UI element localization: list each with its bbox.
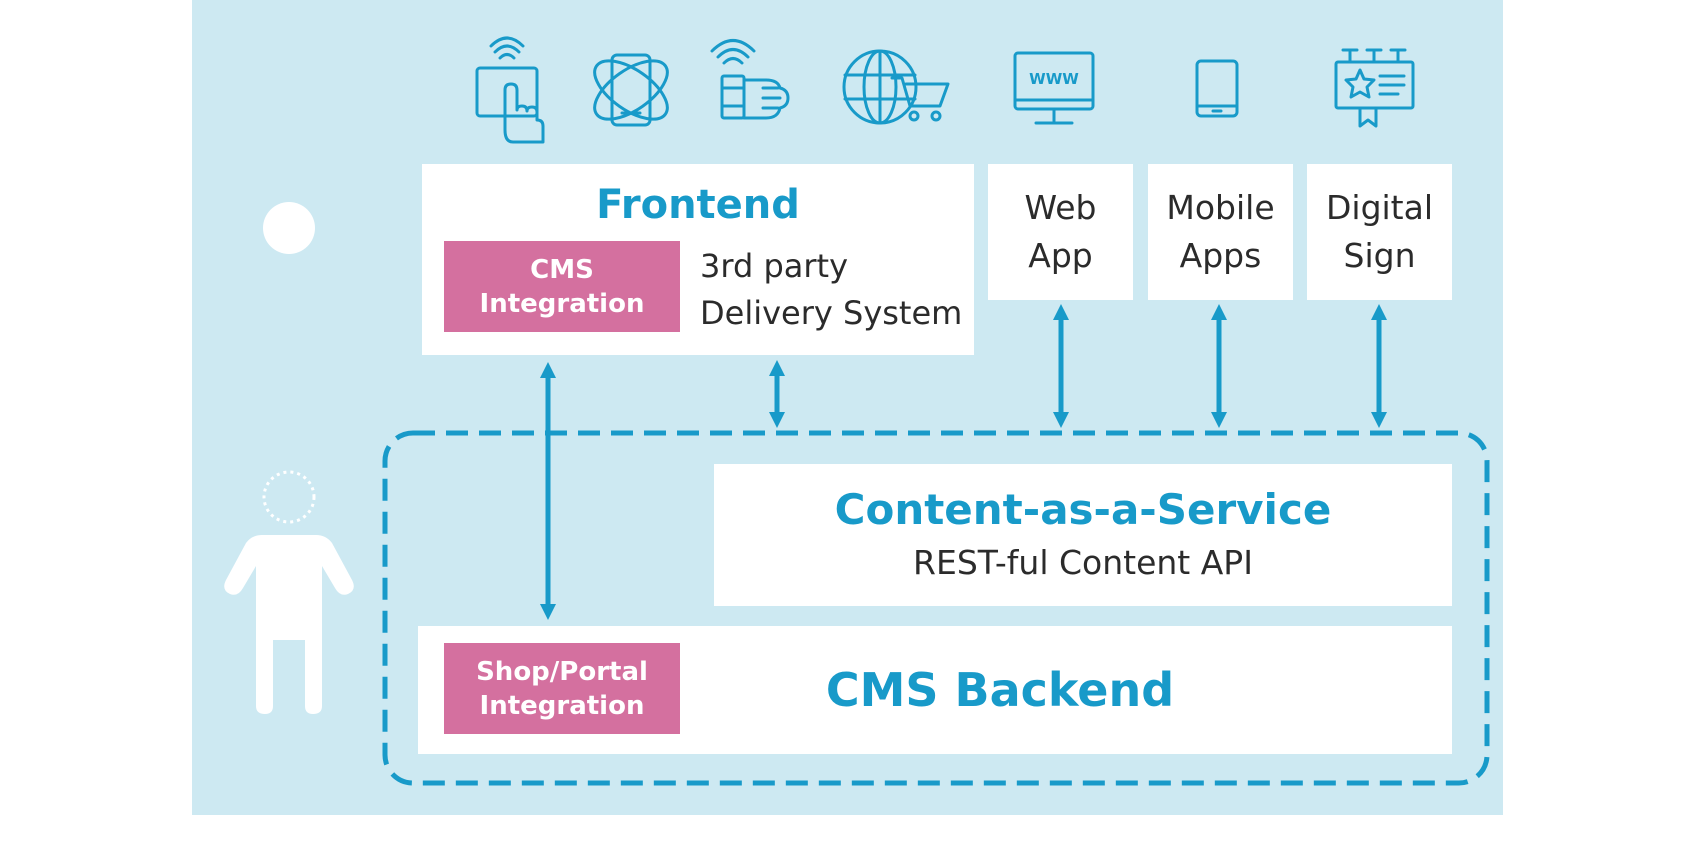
person-head-dotted: [262, 470, 316, 524]
caas-subtitle: REST-ful Content API: [913, 543, 1253, 582]
channel-box-mobile-apps: [1148, 164, 1293, 300]
frontend-title: Frontend: [596, 182, 800, 228]
channel-label-web-app: Web App: [988, 184, 1133, 280]
caas-box: [714, 464, 1452, 606]
globe-cart-icon: [842, 49, 950, 125]
channel-line-1: Web: [1024, 188, 1097, 227]
shop-integration-line-1: Shop/Portal: [476, 656, 648, 687]
channel-box-web-app: [988, 164, 1133, 300]
cms-integration-box: CMS Integration: [444, 241, 680, 332]
smartwatch-wifi-icon: [710, 39, 790, 120]
cms-boundary-dashed: [382, 430, 1490, 786]
channel-box-digital-sign: [1307, 164, 1452, 300]
third-party-label: 3rd party Delivery System: [700, 243, 962, 337]
person-figure: [224, 202, 354, 714]
cms-integration-line-2: Integration: [479, 288, 645, 319]
channel-line-2: Apps: [1179, 236, 1262, 275]
person-body-icon: [224, 535, 354, 714]
channel-line-1: Mobile: [1166, 188, 1275, 227]
touchscreen-wifi-icon: [475, 36, 545, 144]
third-party-line-2: Delivery System: [700, 294, 963, 332]
shop-portal-integration-box: Shop/Portal Integration: [444, 643, 680, 734]
cms-backend-title: CMS Backend: [825, 663, 1175, 717]
channel-line-2: Sign: [1343, 236, 1416, 275]
third-party-line-1: 3rd party: [700, 247, 848, 285]
billboard-icon: [1334, 48, 1415, 128]
shop-integration-line-2: Integration: [479, 690, 645, 721]
web-monitor-label: WWW: [1029, 70, 1079, 88]
cms-integration-line-1: CMS: [530, 254, 594, 285]
tablet-icon: [1195, 59, 1239, 118]
channel-label-digital-sign: Digital Sign: [1307, 184, 1452, 280]
connection-arrows: [539, 303, 1388, 621]
channel-line-1: Digital: [1325, 188, 1434, 227]
caas-title: Content-as-a-Service: [834, 485, 1332, 534]
channel-label-mobile-apps: Mobile Apps: [1148, 184, 1293, 280]
person-head-solid: [263, 202, 315, 254]
mobile-orbit-icon: [593, 53, 669, 127]
web-monitor-icon: [1013, 51, 1095, 125]
channel-line-2: App: [1028, 236, 1093, 275]
